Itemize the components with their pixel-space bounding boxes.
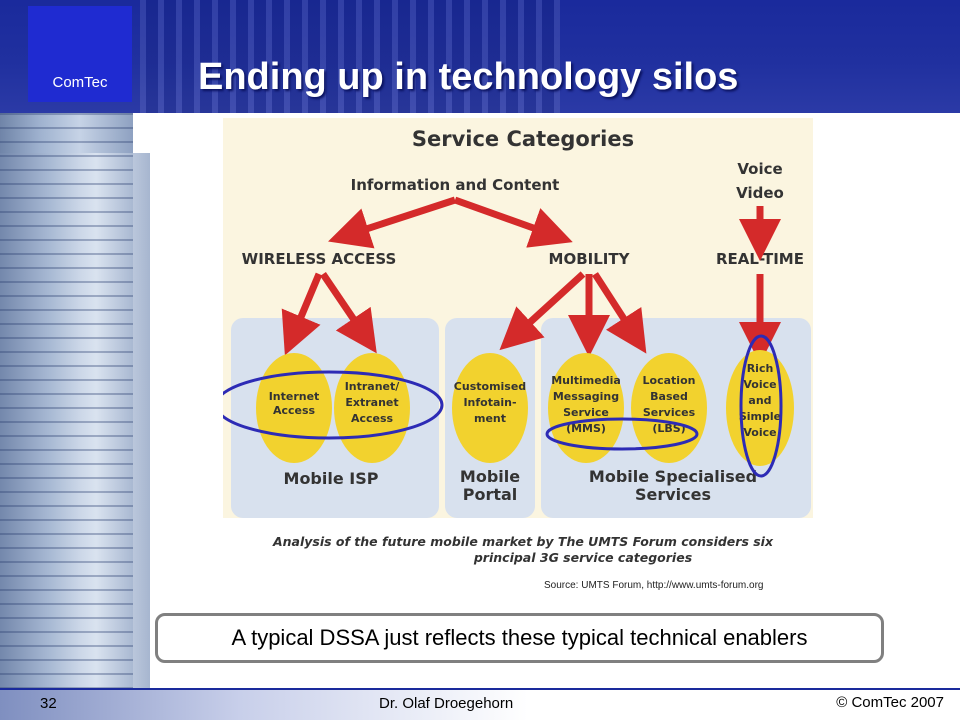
arrow-to-internet [281,272,323,356]
bubble-infotainment [452,353,528,463]
infotainment-line-3: ment [474,412,506,425]
rich-voice-line-2: Voice [743,378,776,391]
header-bar: ComTec Ending up in technology silos [0,0,960,113]
intranet-line-3: Access [351,412,394,425]
mobile-isp-label: Mobile ISP [284,469,379,488]
flow-arrows [281,196,781,364]
video-label: Video [736,184,784,202]
arrow-to-intranet [320,272,377,354]
bubble-mms [548,353,624,463]
highlight-mms-lbs [545,417,699,451]
footer-rule [0,688,960,690]
arrow-to-wireless [328,196,457,249]
arrow-to-infotainment [499,271,586,351]
callout-text: A typical DSSA just reflects these typic… [231,625,808,650]
side-image [0,113,150,713]
highlight-mobile-isp [223,370,444,440]
rich-voice-line-3: and [748,394,771,407]
bubble-intranet-access [334,353,410,463]
tower-image [0,153,150,713]
header-decoration [140,0,560,113]
lbs-line-1: Location [643,374,696,387]
service-categories-diagram: Service Categories Information and Conte… [223,118,813,565]
lbs-line-2: Based [650,390,688,403]
comtec-logo: ComTec [28,6,132,102]
slide-title: Ending up in technology silos [198,56,739,98]
lbs-line-3: Services [643,406,696,419]
realtime-label: REAL-TIME [716,250,804,268]
mms-line-1: Multimedia [551,374,621,387]
mms-line-3: Service [563,406,609,419]
intranet-line-1: Intranet/ [345,380,401,393]
voice-label: Voice [737,160,782,178]
intranet-line-2: Extranet [345,396,398,409]
infotainment-line-2: Infotain- [463,396,516,409]
logo-text: ComTec [52,74,108,91]
bubble-lbs [631,353,707,463]
mms-line-2: Messaging [553,390,619,403]
infotainment-line-1: Customised [454,380,526,393]
caption-line-1: Analysis of the future mobile market by … [272,534,774,549]
highlight-rich-voice [739,334,783,478]
mobility-label: MOBILITY [549,250,631,268]
rich-voice-line-5: Voice [743,426,776,439]
side-image-lines [0,113,133,688]
mobile-portal-line-2: Portal [463,485,518,504]
footer-copyright: © ComTec 2007 [836,694,944,711]
arrow-to-lbs [592,272,647,354]
page-number: 32 [40,695,57,712]
mobile-specialised-line-1: Mobile Specialised [589,467,757,486]
footer-bar [0,690,960,720]
internet-line-1: Internet [269,390,320,403]
mobile-specialised-line-2: Services [635,485,711,504]
internet-line-2: Access [273,404,316,417]
mobile-portal-line-1: Mobile [460,467,520,486]
caption-line-2: principal 3G service categories [473,550,692,565]
diagram-heading: Service Categories [412,127,634,151]
arrow-to-mobility [453,196,573,248]
wireless-access-label: WIRELESS ACCESS [242,250,397,268]
mms-line-4: (MMS) [566,422,606,435]
rich-voice-line-1: Rich [747,362,774,375]
rich-voice-line-4: Simple [739,410,781,423]
source-note: Source: UMTS Forum, http://www.umts-foru… [544,580,764,591]
callout-box: A typical DSSA just reflects these typic… [155,613,884,663]
info-content-label: Information and Content [351,176,560,194]
footer-author: Dr. Olaf Droegehorn [379,695,514,712]
